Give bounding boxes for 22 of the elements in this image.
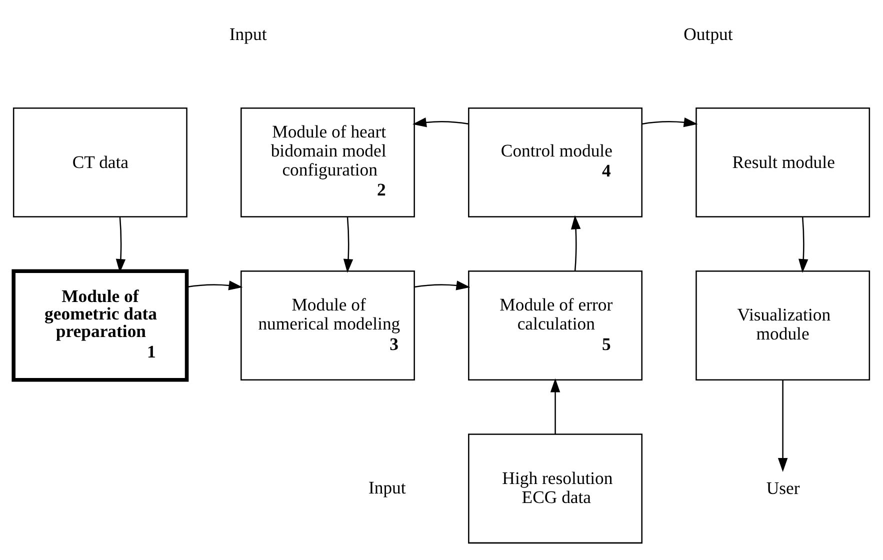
node-box: Module of numerical modeling 3 <box>240 270 415 380</box>
node-text: User <box>766 478 800 498</box>
arrow <box>186 280 243 290</box>
node-box: Control module 4 <box>468 107 642 218</box>
arrow <box>778 380 788 472</box>
node-box: Result module <box>696 107 870 218</box>
node-box: Module of heart bidomain model configuration 2 <box>240 107 415 218</box>
label: Output <box>684 24 733 44</box>
label: Input <box>229 24 267 44</box>
node-box: Module of error calculation 5 <box>468 270 642 380</box>
arrow <box>550 378 560 434</box>
node-box: CT data <box>12 107 188 218</box>
arrow <box>642 118 698 128</box>
node-box: Module of geometric data preparation 1 <box>12 269 189 382</box>
node-label: Input <box>368 477 406 498</box>
arrow <box>412 118 468 128</box>
arrow <box>343 217 354 273</box>
node-box: High resolution ECG data <box>468 434 642 544</box>
arrow <box>414 280 470 290</box>
node-box: Visualization module <box>696 270 870 380</box>
arrow <box>798 217 808 273</box>
arrow <box>570 215 581 272</box>
